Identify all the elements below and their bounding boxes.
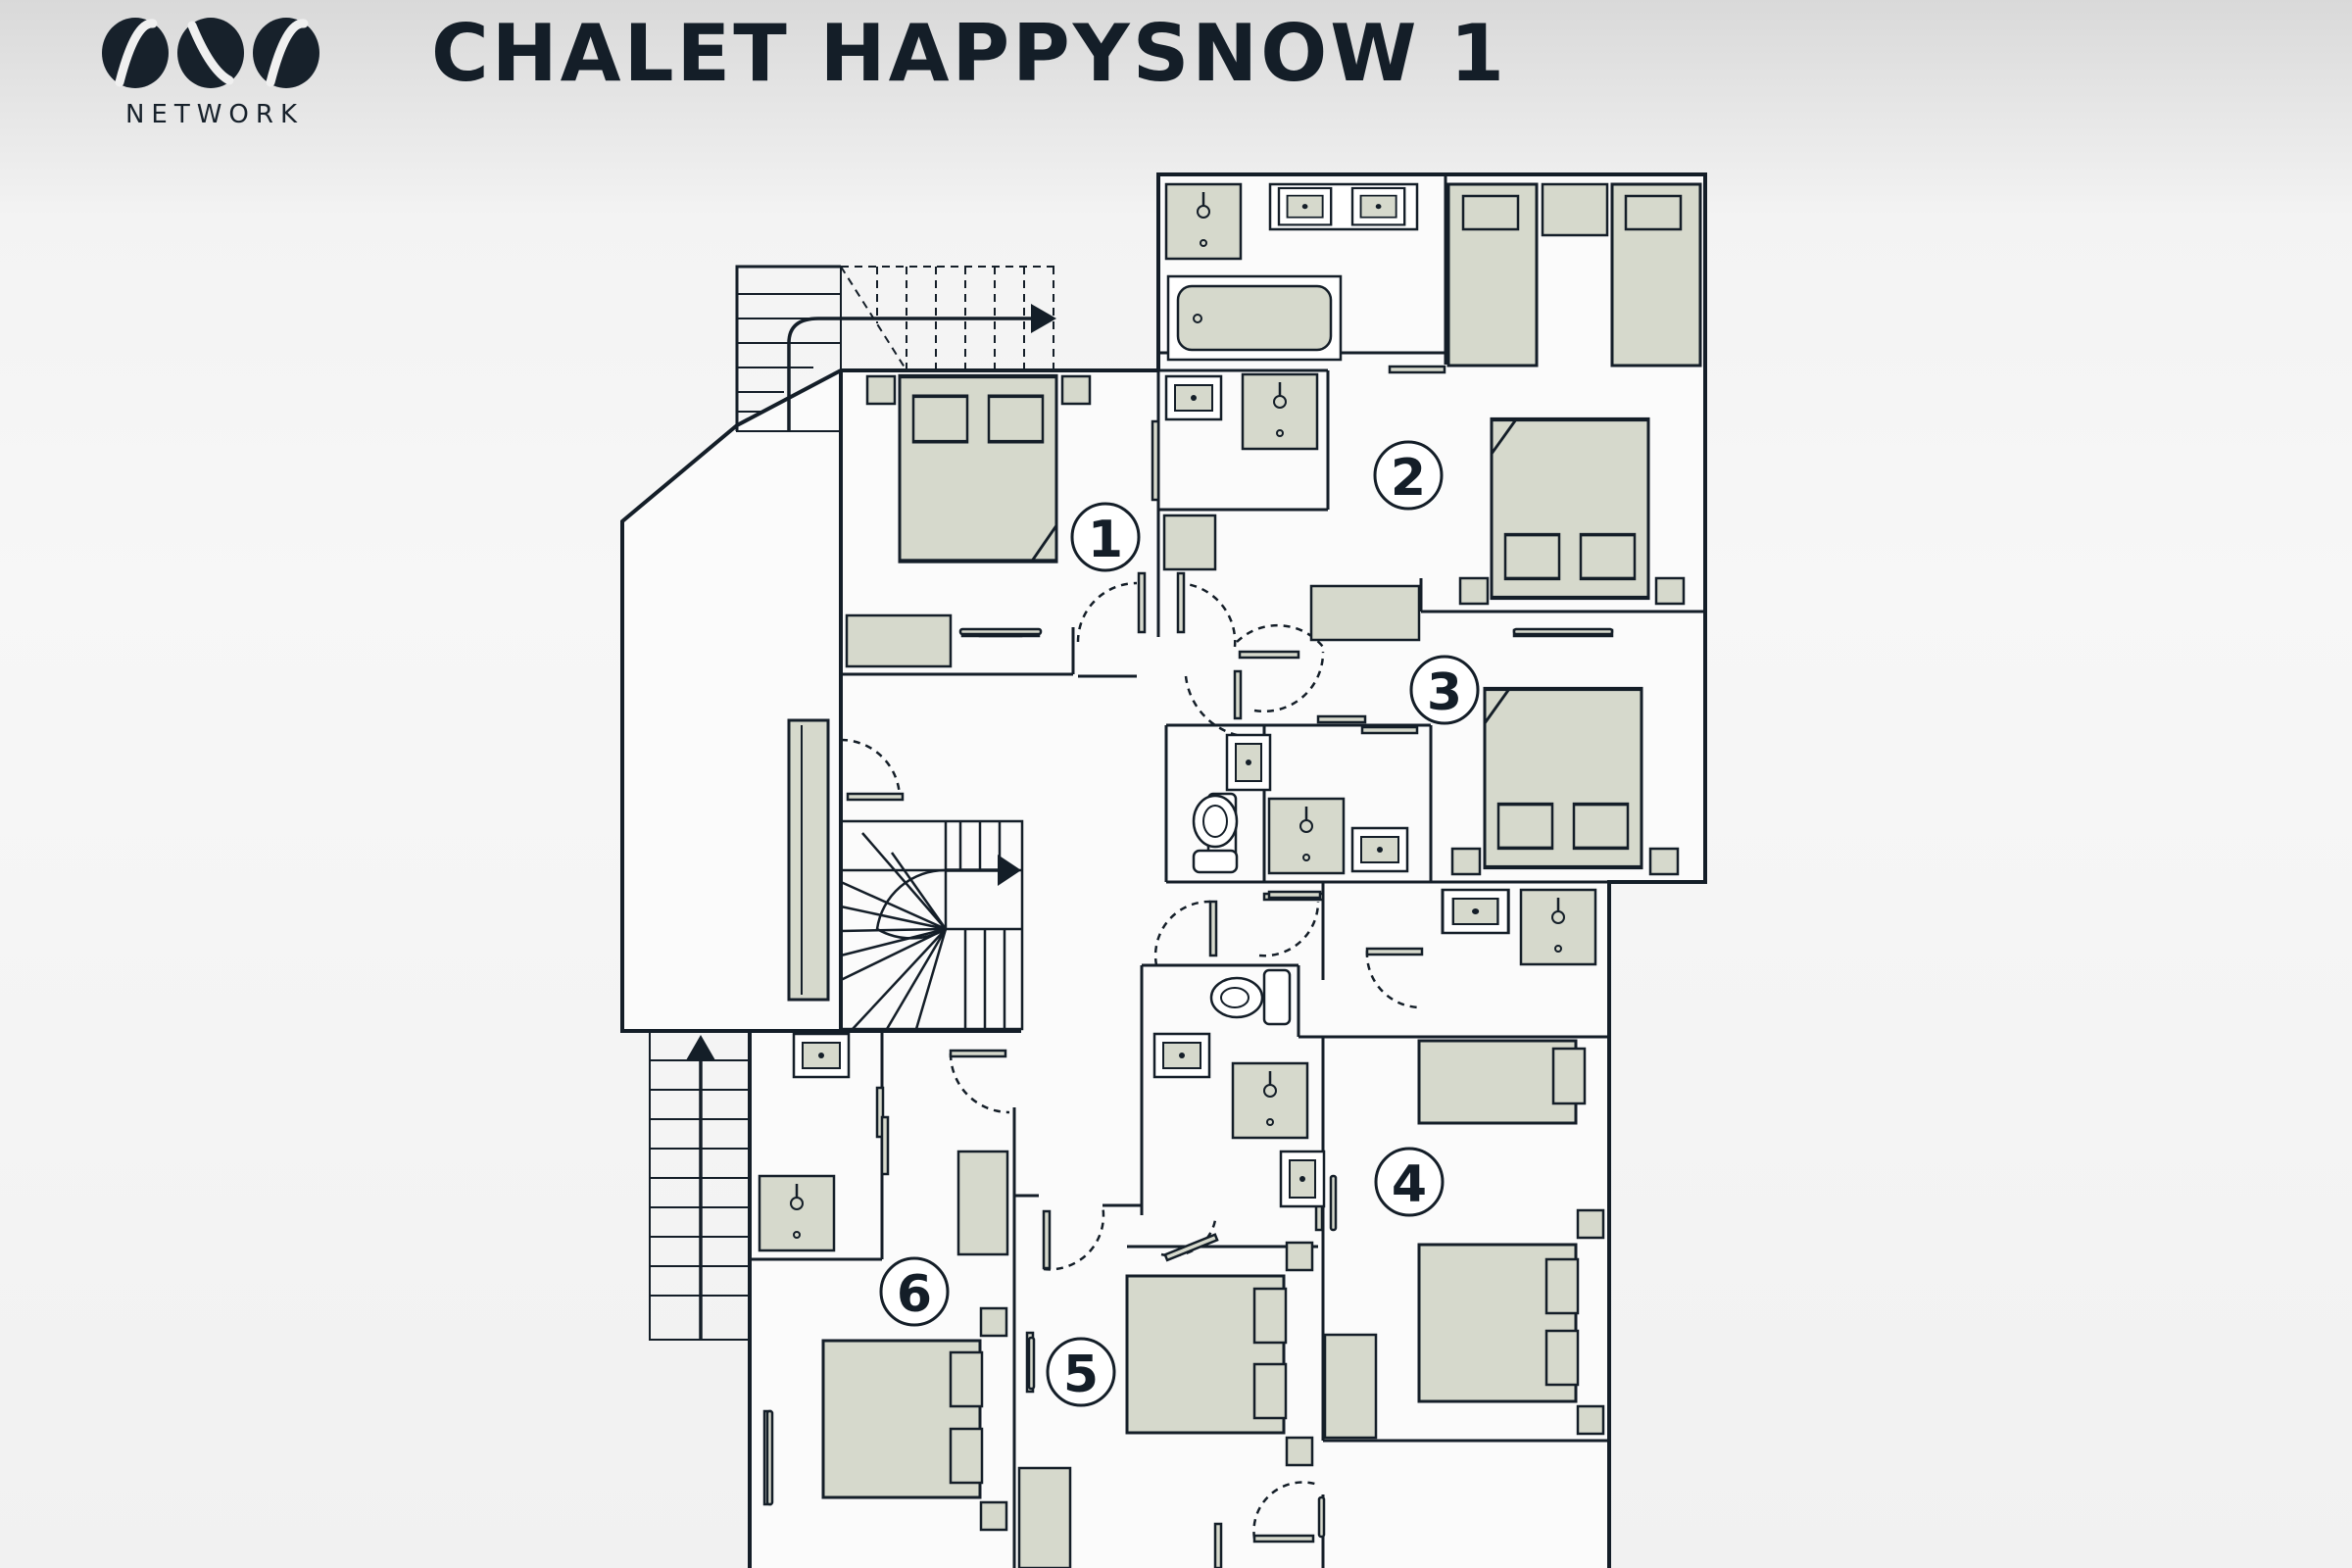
interior-walls: [750, 174, 1705, 1568]
radiators: [765, 627, 1614, 1539]
room-number-1: 1: [1088, 511, 1123, 569]
main-staircase: [839, 819, 1024, 1031]
room-badge-5: 5: [1046, 1337, 1116, 1407]
room-badge-6: 6: [879, 1256, 950, 1327]
stair-arrow-icon-lower: [686, 1035, 715, 1060]
room-number-4: 4: [1392, 1155, 1427, 1214]
furniture-beds: [821, 182, 1702, 1532]
floor-area: [622, 174, 1705, 1568]
bathroom-fixtures: [758, 182, 1597, 1252]
floor-plan-drawing: 1 2 3 4 5 6: [620, 172, 1707, 1568]
ovo-network-logo-icon: [102, 18, 319, 88]
balcony-area: [735, 265, 841, 1002]
upper-staircase: [736, 266, 1058, 432]
brand-logo: NETWORK: [98, 12, 323, 129]
stair-arrow-icon: [998, 855, 1021, 886]
stair-arrow-icon-upper: [1031, 304, 1056, 333]
doors: [840, 581, 1422, 1540]
toilet-icon: [1192, 792, 1239, 874]
room-badge-1: 1: [1070, 502, 1141, 572]
room-number-6: 6: [897, 1265, 932, 1324]
toilet-icon-2: [1209, 968, 1292, 1026]
room-badge-3: 3: [1409, 655, 1480, 725]
lower-staircase: [649, 1030, 751, 1341]
logo-subtitle: NETWORK: [124, 100, 305, 129]
room-badge-2: 2: [1373, 440, 1444, 511]
room-number-5: 5: [1063, 1346, 1099, 1404]
floor-plan: 1 2 3 4 5 6: [588, 157, 1764, 1568]
room-number-2: 2: [1391, 449, 1426, 508]
room-badge-4: 4: [1374, 1147, 1445, 1217]
page-title: CHALET HAPPYSNOW 1: [431, 8, 1508, 99]
room-number-3: 3: [1427, 663, 1462, 722]
furniture-misc: [845, 514, 1421, 1568]
